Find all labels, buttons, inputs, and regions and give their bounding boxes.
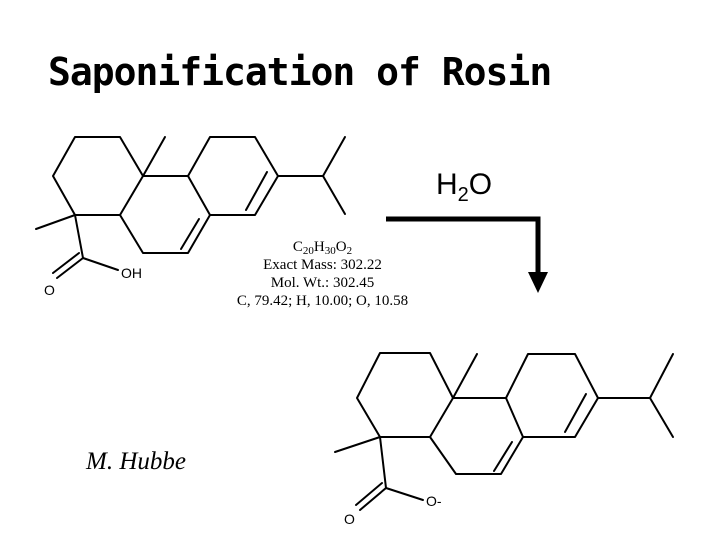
reactant-hydroxyl-label: OH bbox=[121, 265, 142, 281]
formula-carbon-count: 20 bbox=[302, 245, 314, 257]
author-credit: M. Hubbe bbox=[86, 448, 186, 475]
elemental-composition: C, 79.42; H, 10.00; O, 10.58 bbox=[236, 293, 409, 309]
abietic-acid-structure bbox=[35, 136, 346, 279]
exact-mass: Exact Mass: 302.22 bbox=[263, 257, 382, 273]
molecular-formula: C20H30O2 bbox=[205, 238, 440, 257]
reactant-carbonyl-oxygen-label: O bbox=[44, 282, 55, 298]
formula-hydrogen-count: 30 bbox=[324, 245, 336, 257]
formula-oxygen-count: 2 bbox=[346, 245, 353, 257]
reagent-oxygen: O bbox=[468, 168, 493, 201]
formula-carbon: C bbox=[292, 239, 303, 255]
product-carbonyl-oxygen-label: O bbox=[344, 511, 355, 527]
reagent-water: H2O bbox=[436, 168, 493, 205]
molecular-weight: Mol. Wt.: 302.45 bbox=[270, 275, 375, 291]
formula-oxygen: O bbox=[335, 239, 347, 255]
reagent-hydrogen-count: 2 bbox=[457, 184, 469, 206]
compound-properties: C20H30O2 Exact Mass: 302.22 Mol. Wt.: 30… bbox=[205, 238, 440, 310]
reagent-hydrogen: H bbox=[436, 168, 458, 201]
slide-title: Saponification of Rosin bbox=[48, 50, 552, 94]
formula-hydrogen: H bbox=[313, 239, 325, 255]
product-carboxylate-oxygen-label: O- bbox=[426, 493, 442, 509]
reaction-arrow bbox=[386, 216, 548, 293]
abietate-structure bbox=[334, 352, 674, 511]
